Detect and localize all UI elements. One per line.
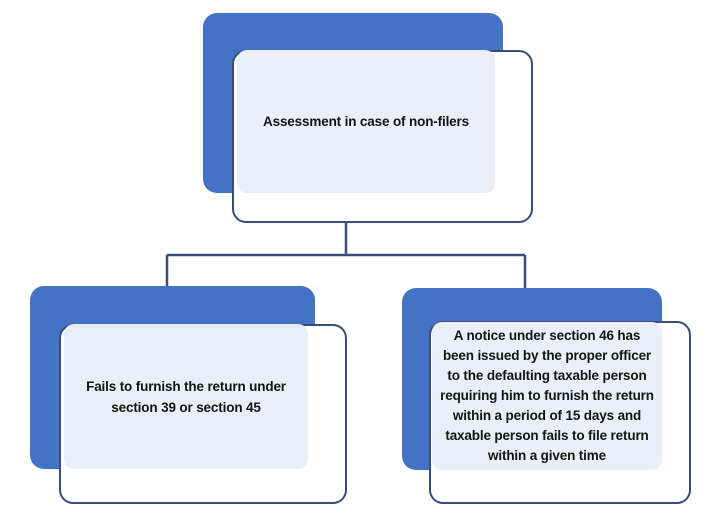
node-left-panel: Fails to furnish the return under sectio… bbox=[64, 324, 308, 469]
node-root[interactable]: Assessment in case of non-filers bbox=[203, 13, 533, 223]
node-right-label: A notice under section 46 has been issue… bbox=[440, 328, 654, 463]
node-left-label: Fails to furnish the return under sectio… bbox=[86, 378, 286, 415]
node-right[interactable]: A notice under section 46 has been issue… bbox=[402, 288, 691, 504]
node-left[interactable]: Fails to furnish the return under sectio… bbox=[30, 286, 347, 504]
node-root-label: Assessment in case of non-filers bbox=[262, 113, 470, 129]
node-right-panel: A notice under section 46 has been issue… bbox=[432, 322, 662, 470]
node-root-panel: Assessment in case of non-filers bbox=[237, 50, 495, 193]
